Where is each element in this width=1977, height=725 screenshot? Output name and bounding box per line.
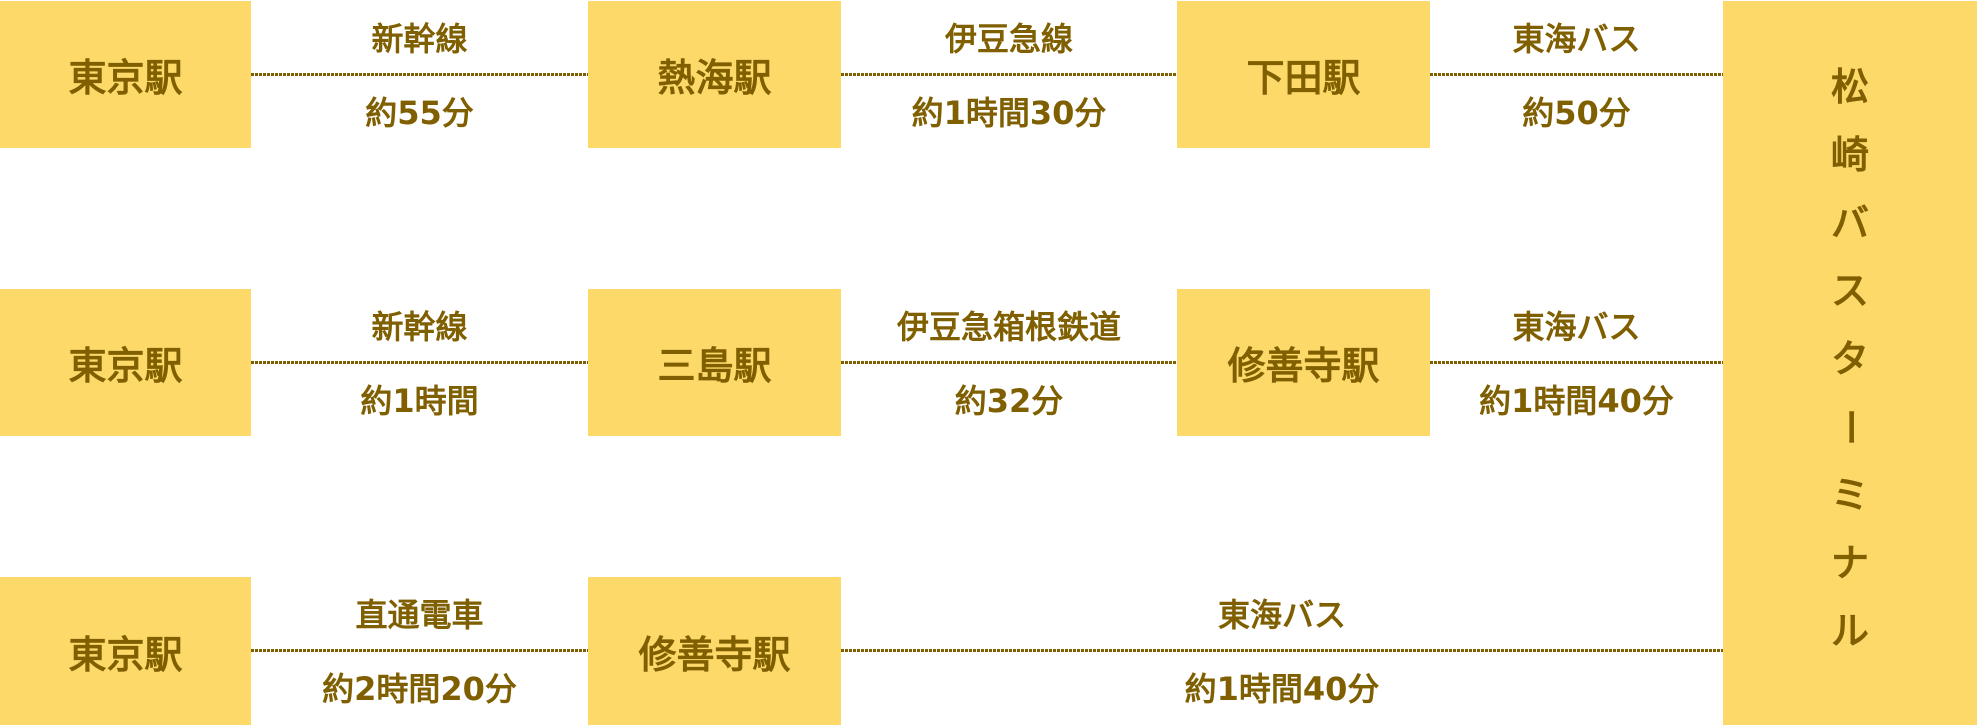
segment-line-name: 東海バス [1512,20,1641,58]
segment-line-name: 伊豆急線 [944,20,1073,58]
terminal-char: 松 [1830,65,1869,109]
segment-duration: 約50分 [1522,94,1631,132]
connector-line [841,361,1177,364]
station-tokyo-route3: 東京駅 [0,577,251,725]
segment-line-name: 東海バス [1512,308,1641,346]
station-label: 三島駅 [657,344,772,388]
segment-line-name: 新幹線 [371,308,468,346]
station-label: 修善寺駅 [638,632,791,677]
segment-duration: 約1時間40分 [1479,382,1674,420]
connector-line [841,649,1723,652]
station-shuzenji-route3: 修善寺駅 [588,577,841,725]
terminal-char: タ [1830,337,1869,381]
segment-line-name: 新幹線 [371,20,468,58]
connector-line [841,73,1177,76]
station-label: 東京駅 [68,632,183,677]
terminal-char: バ [1830,201,1869,245]
connector-line [251,649,588,652]
station-shimoda: 下田駅 [1177,1,1430,148]
terminal-char: ナ [1830,541,1869,585]
station-label: 東京駅 [68,344,183,388]
station-label: 下田駅 [1246,56,1361,100]
segment-duration: 約2時間20分 [322,670,517,708]
segment-line-name: 伊豆急箱根鉄道 [896,308,1121,346]
connector-line [1430,73,1723,76]
segment-duration: 約1時間 [360,382,479,420]
segment-duration: 約32分 [954,382,1064,420]
connector-line [1430,361,1723,364]
segment-duration: 約55分 [365,94,474,132]
terminal-char: 崎 [1830,133,1869,177]
station-mishima: 三島駅 [588,289,841,436]
segment-line-name: 東海バス [1217,596,1346,634]
station-label: 修善寺駅 [1227,344,1380,388]
terminal-char: ス [1830,269,1869,313]
segment-duration: 約1時間30分 [911,94,1107,132]
station-shuzenji-route2: 修善寺駅 [1177,289,1430,436]
destination-matsuzaki-bus-terminal: 松 崎 バ ス タ ー ミ ナ ル [1723,1,1977,725]
station-label: 東京駅 [68,56,183,100]
station-label: 熱海駅 [657,56,772,100]
terminal-char: ミ [1830,473,1869,517]
terminal-char: ル [1830,609,1869,653]
connector-line [251,73,588,76]
station-tokyo-route1: 東京駅 [0,1,251,148]
station-atami: 熱海駅 [588,1,841,148]
segment-line-name: 直通電車 [355,596,484,634]
station-tokyo-route2: 東京駅 [0,289,251,436]
terminal-char: ー [1827,407,1872,447]
connector-line [251,361,588,364]
segment-duration: 約1時間40分 [1184,670,1380,708]
